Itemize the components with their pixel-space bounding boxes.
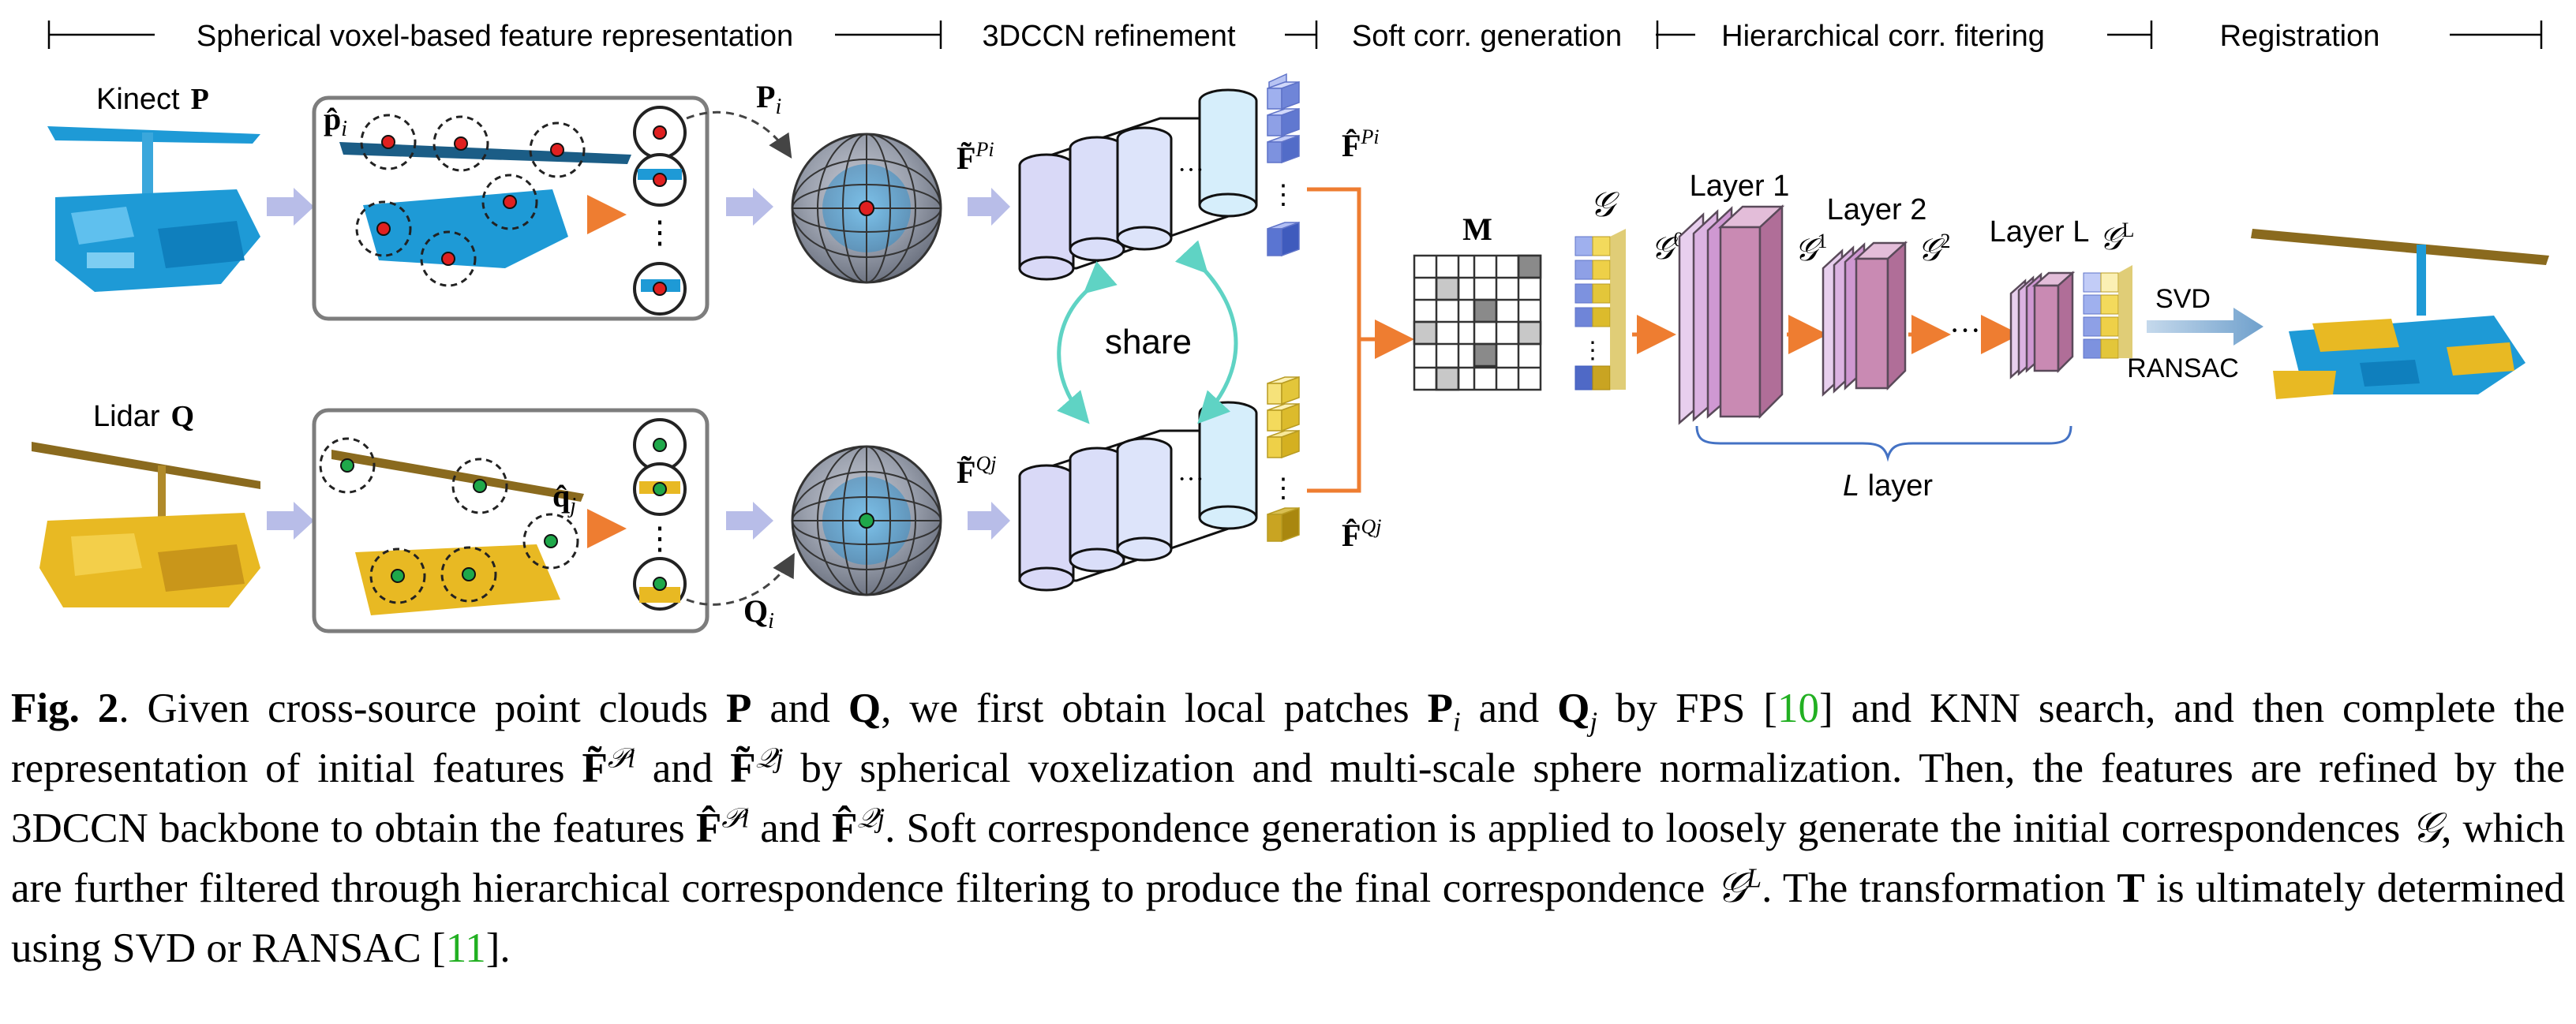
registered-point-cloud <box>2251 229 2549 399</box>
ellipsis-cyl-bottom: ··· <box>1178 465 1204 494</box>
feature-blocks-bottom: ⋮ <box>1267 376 1300 543</box>
ransac-label: RANSAC <box>2127 353 2239 383</box>
keypoints-top <box>376 135 564 266</box>
vdots-top: ⋮ <box>644 215 676 250</box>
G1-label: 𝒢1 <box>1795 230 1827 267</box>
P-i-label: Pi <box>756 79 781 119</box>
orange-bracket <box>1307 187 1406 493</box>
caption-fig-label: Fig. 2 <box>11 686 119 731</box>
patch-circles-bottom <box>319 437 579 604</box>
stage-label-hierarchical: Hierarchical corr. fitering <box>1721 20 2045 53</box>
layer2-block <box>1822 241 1908 397</box>
stage-label-registration: Registration <box>2220 20 2380 53</box>
l-layer-label: L layer <box>1843 469 1933 503</box>
G2-label: 𝒢2 <box>1918 230 1950 267</box>
lidar-point-cloud <box>32 442 260 607</box>
ellipsis-layers: ··· <box>1949 312 1981 348</box>
cylinder-stack-top <box>1018 88 1258 281</box>
matrix-label: M <box>1462 211 1492 247</box>
keypoints-bottom <box>340 458 558 583</box>
GL-label: 𝒢L <box>2099 219 2134 256</box>
patch-cloud-top <box>339 142 631 268</box>
stage-label-representation: Spherical voxel-based feature representa… <box>197 20 793 53</box>
F-tilde-Q-label: F̃Qj <box>957 452 996 490</box>
sphere-top <box>791 133 942 284</box>
layer2-label: Layer 2 <box>1827 193 1927 226</box>
correspondence-stack-GL <box>2083 265 2132 359</box>
share-arrow-left <box>1057 261 1118 424</box>
citation-link[interactable]: 10 <box>1777 686 1819 731</box>
stage-label-3dccn: 3DCCN refinement <box>983 20 1236 53</box>
stage-header <box>47 21 2543 49</box>
kinect-point-cloud <box>47 126 260 292</box>
G-label: 𝒢 <box>1589 185 1619 224</box>
figure-caption: Fig. 2. Given cross-source point clouds … <box>11 686 2565 972</box>
dashed-arrow-bottom <box>686 552 795 606</box>
layer1-label: Layer 1 <box>1690 170 1790 203</box>
Q-i-label: Qi <box>743 593 774 633</box>
layerL-label: Layer L <box>1990 215 2090 249</box>
correspondence-stack-G: ⋮ <box>1574 229 1626 391</box>
F-hat-Q-label: F̂Qj <box>1342 515 1381 553</box>
sphere-bottom <box>791 445 942 596</box>
layer1-block <box>1678 204 1785 425</box>
citation-link[interactable]: 11 <box>445 925 486 972</box>
feature-blocks-top: ⋮ <box>1267 73 1300 257</box>
lavender-arrows <box>267 188 1010 540</box>
cylinder-stack-bottom <box>1018 401 1258 592</box>
share-label: share <box>1105 323 1192 361</box>
patch-circles-top <box>355 114 586 287</box>
vdots-feat-bottom: ⋮ <box>1270 474 1297 503</box>
patch-cloud-bottom <box>331 450 584 615</box>
stage-label-soft-corr: Soft corr. generation <box>1352 20 1622 53</box>
vdots-feat-top: ⋮ <box>1270 181 1297 210</box>
dashed-arrow-top <box>686 110 792 159</box>
F-tilde-P-label: F̃Pi <box>957 138 994 176</box>
F-hat-P-label: F̂Pi <box>1342 125 1380 163</box>
q-hat-label: q̂j <box>552 478 576 518</box>
ellipsis-cyl-top: ··· <box>1178 155 1204 185</box>
vdots-bottom: ⋮ <box>644 521 676 556</box>
p-hat-label: p̂i <box>324 101 347 141</box>
layer-brace <box>1695 425 2072 462</box>
pipeline-diagram: Spherical voxel-based feature representa… <box>32 20 2549 633</box>
svd-arrow <box>2147 308 2263 346</box>
layerL-block <box>2009 271 2076 379</box>
matrix-grid <box>1413 254 1542 391</box>
share-arrow-right <box>1174 240 1238 424</box>
vdots-G: ⋮ <box>1581 338 1604 364</box>
svd-label: SVD <box>2155 284 2211 314</box>
